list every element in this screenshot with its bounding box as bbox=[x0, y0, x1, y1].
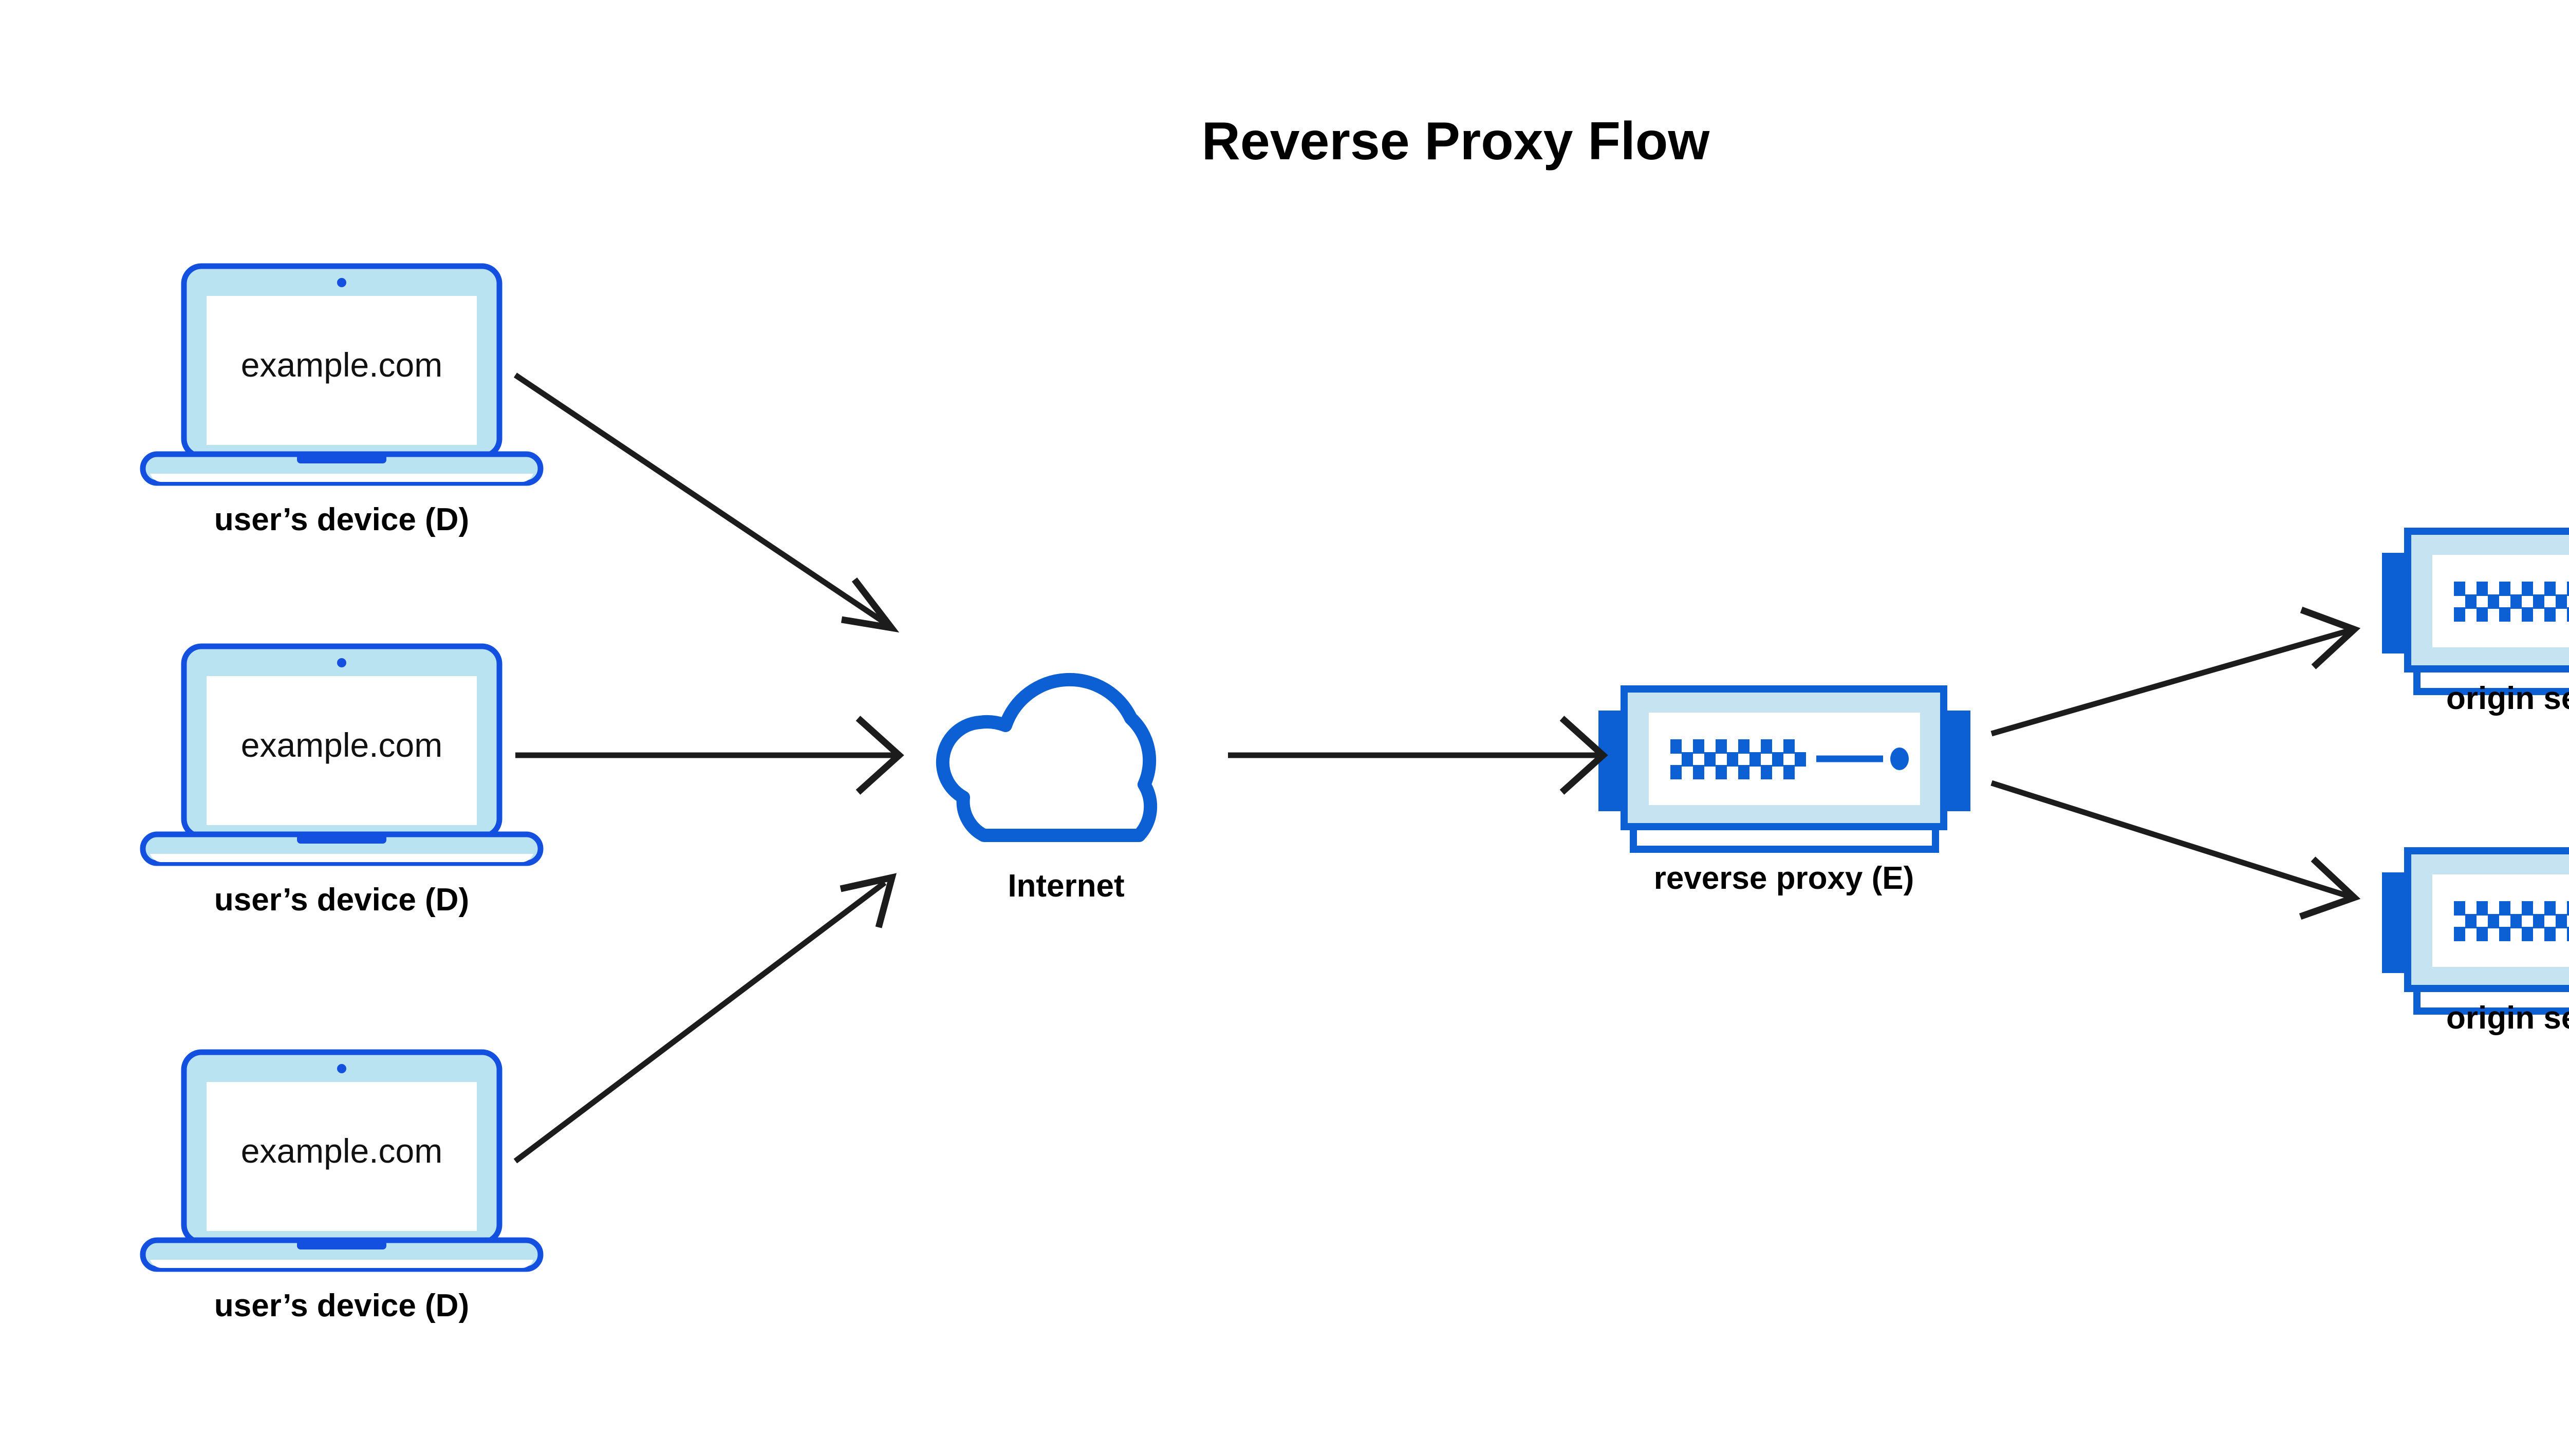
node-label-user-device-bottom: user’s device (D) bbox=[214, 1288, 469, 1323]
node-user-device-middle[interactable]: example.com user’s device (D) bbox=[143, 646, 541, 918]
node-user-device-bottom[interactable]: example.com user’s device (D) bbox=[143, 1052, 541, 1323]
laptop-screen-text: example.com bbox=[241, 1132, 443, 1170]
edge-internet-to-reverse-proxy bbox=[1228, 716, 1608, 795]
node-label-reverse-proxy: reverse proxy (E) bbox=[1654, 861, 1914, 896]
node-label-internet: Internet bbox=[1008, 868, 1124, 904]
diagram-title: Reverse Proxy Flow bbox=[1202, 111, 1710, 171]
edge-device-top-to-internet bbox=[513, 372, 900, 633]
edge-reverse-proxy-to-origin-top bbox=[1990, 606, 2361, 737]
edge-device-bottom-to-internet bbox=[513, 873, 897, 1164]
server-icon bbox=[2382, 531, 2569, 692]
node-user-device-top[interactable]: example.com user’s device (D) bbox=[143, 266, 541, 537]
node-label-origin-server-bottom: origin server (F) bbox=[2446, 1000, 2569, 1036]
node-origin-server-bottom[interactable]: origin server (F) bbox=[2382, 851, 2569, 1036]
laptop-screen-text: example.com bbox=[241, 726, 443, 764]
edge-reverse-proxy-to-origin-bottom bbox=[1990, 780, 2361, 920]
laptop-screen-text: example.com bbox=[241, 346, 443, 384]
node-origin-server-top[interactable]: origin server (F) bbox=[2382, 531, 2569, 716]
node-label-origin-server-top: origin server (F) bbox=[2446, 681, 2569, 716]
node-label-user-device-top: user’s device (D) bbox=[214, 502, 469, 537]
node-reverse-proxy[interactable]: reverse proxy (E) bbox=[1598, 689, 1970, 896]
node-label-user-device-middle: user’s device (D) bbox=[214, 882, 469, 918]
server-icon bbox=[2382, 851, 2569, 1011]
edge-device-middle-to-internet bbox=[515, 716, 904, 795]
node-internet[interactable]: Internet bbox=[943, 680, 1150, 904]
server-icon bbox=[1598, 689, 1970, 849]
